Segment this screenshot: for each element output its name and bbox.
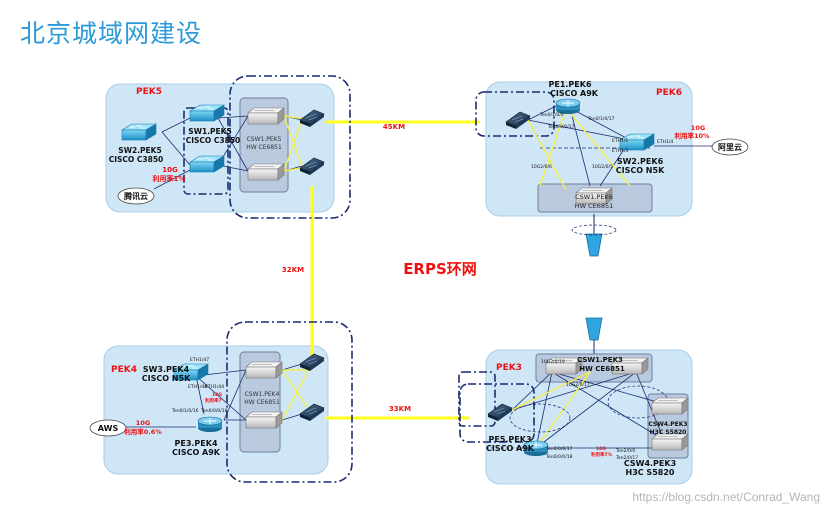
label-csw1-pek4-model: HW CE6851 [244, 399, 280, 406]
label-sw2-pek6: SW2.PEK6 [617, 157, 664, 166]
core-switch-icon [245, 411, 283, 429]
erps-node-icon [585, 317, 603, 341]
uplink-pek4-usage: 利用率0.6% [124, 427, 162, 436]
label-csw4-pek3-a-model: H3C S5820 [650, 429, 687, 436]
port-label: ETH1/1 [612, 138, 628, 144]
label-csw1-pek6-model: HW CE6851 [575, 202, 614, 210]
label-csw1-pek5-model: HW CE6851 [246, 144, 282, 151]
site-label-pek4: PEK4 [111, 365, 137, 375]
label-pe3-pek4: PE3.PEK4 [174, 439, 217, 448]
erps-ring-label: ERPS环网 [403, 260, 477, 278]
port-label: Ten0/1/0/16 [171, 408, 199, 414]
port-label: ETH1/3 [612, 148, 628, 154]
label-csw1-pek5: CSW1.PEK5 [247, 136, 282, 143]
pek4-links [124, 363, 303, 428]
port-label: ETH1/44 [205, 384, 224, 390]
label-sw1-pek5: SW1.PEK5 [188, 127, 231, 136]
link-distance-bottom: 33KM [389, 405, 411, 413]
label-sw2-pek6-model: CISCO N5K [616, 166, 665, 175]
uplink-pek6-speed: 10G [691, 124, 705, 132]
pe-router-icon [555, 98, 581, 115]
port-label: Ten2/0/17 [615, 455, 638, 461]
label-csw1-pek4: CSW1.PEK4 [245, 391, 280, 398]
label-pe5-pek3-model: CISCO A9K [486, 444, 535, 453]
mid-pek4-speed: 10G [212, 392, 222, 398]
label-pe3-pek4-model: CISCO A9K [172, 448, 221, 457]
port-label: Ten0/0/0/16 [200, 408, 228, 414]
port-label: ETH1/48 [188, 384, 207, 390]
label-pe1-pek6-model: CISCO A9K [550, 89, 599, 98]
label-csw4-pek3-a: CSW4.PEK3 [648, 421, 687, 428]
label-sw2-pek5: SW2.PEK5 [118, 146, 161, 155]
erps-node-icon [585, 233, 603, 257]
port-label: ETH1/47 [190, 357, 209, 363]
port-label: ETH1/4 [657, 139, 673, 145]
watermark: https://blog.csdn.net/Conrad_Wang [632, 490, 820, 504]
mid-pek3-speed: 10G [596, 446, 606, 452]
mid-pek4-usage: 利用率7 [204, 397, 222, 404]
uplink-pek5-usage: 利用率1% [153, 174, 186, 183]
core-switch-icon [651, 433, 689, 451]
port-label: 10G2/0/5 [592, 164, 613, 170]
port-label: 10G2/0/6 [531, 164, 552, 170]
uplink-pek5-speed: 10G [162, 166, 178, 174]
port-label: Ten0/1/0/0 [539, 112, 564, 118]
label-csw4-pek3-b: CSW4.PEK3 [624, 459, 676, 468]
label-pe5-pek3: PE5.PEK3 [488, 435, 531, 444]
label-sw3-pek4: SW3.PEK4 [143, 365, 190, 374]
uplink-pek6-usage: 利用率10% [674, 131, 710, 140]
erps-ring [310, 120, 480, 420]
site-label-pek6: PEK6 [656, 88, 682, 98]
port-label: Ten2/0/0 [615, 448, 635, 454]
port-label: Ten0/1/0/17 [587, 116, 615, 122]
cloud-label-tencent: 腾讯云 [123, 191, 148, 201]
cloud-label-aliyun: 阿里云 [718, 143, 742, 152]
page-title: 北京城域网建设 [20, 19, 203, 48]
core-switch-icon [245, 361, 283, 379]
label-csw1-pek3-model: HW CE6851 [579, 365, 625, 373]
link-distance-left: 32KM [282, 266, 304, 274]
pek3-links [486, 371, 665, 449]
label-sw2-pek5-model: CISCO C3850 [109, 155, 164, 164]
label-csw4-pek3-b-model: H3C S5820 [626, 468, 675, 477]
cloud-label-aws: AWS [98, 424, 119, 433]
label-sw3-pek4-model: CISCO N5K [142, 374, 191, 383]
link-distance-top: 45KM [383, 123, 405, 131]
site-label-pek5: PEK5 [136, 87, 162, 97]
core-switch-icon [247, 107, 285, 125]
port-label: Ten0/0/0/17 [545, 446, 573, 452]
site-label-pek3: PEK3 [496, 363, 522, 373]
port-label: Ten0/0/0/18 [545, 454, 573, 460]
label-csw1-pek3: CSW1.PEK3 [577, 356, 623, 364]
mid-pek3-usage: 利用率7% [590, 451, 613, 458]
label-pe1-pek6: PE1.PEK6 [548, 80, 591, 89]
uplink-pek4-speed: 10G [136, 419, 150, 427]
port-label: 10G2/0/19 [541, 359, 565, 365]
label-csw1-pek6: CSW1.PEK6 [575, 193, 613, 201]
port-label: 10G2/0/17 [566, 382, 590, 388]
core-switch-icon [247, 163, 285, 181]
port-label: Ten0/0/0/17 [547, 124, 575, 130]
core-switch-icon [651, 397, 689, 415]
label-sw1-pek5-model: CISCO C3850 [186, 136, 241, 145]
pe-router-icon [197, 416, 223, 433]
